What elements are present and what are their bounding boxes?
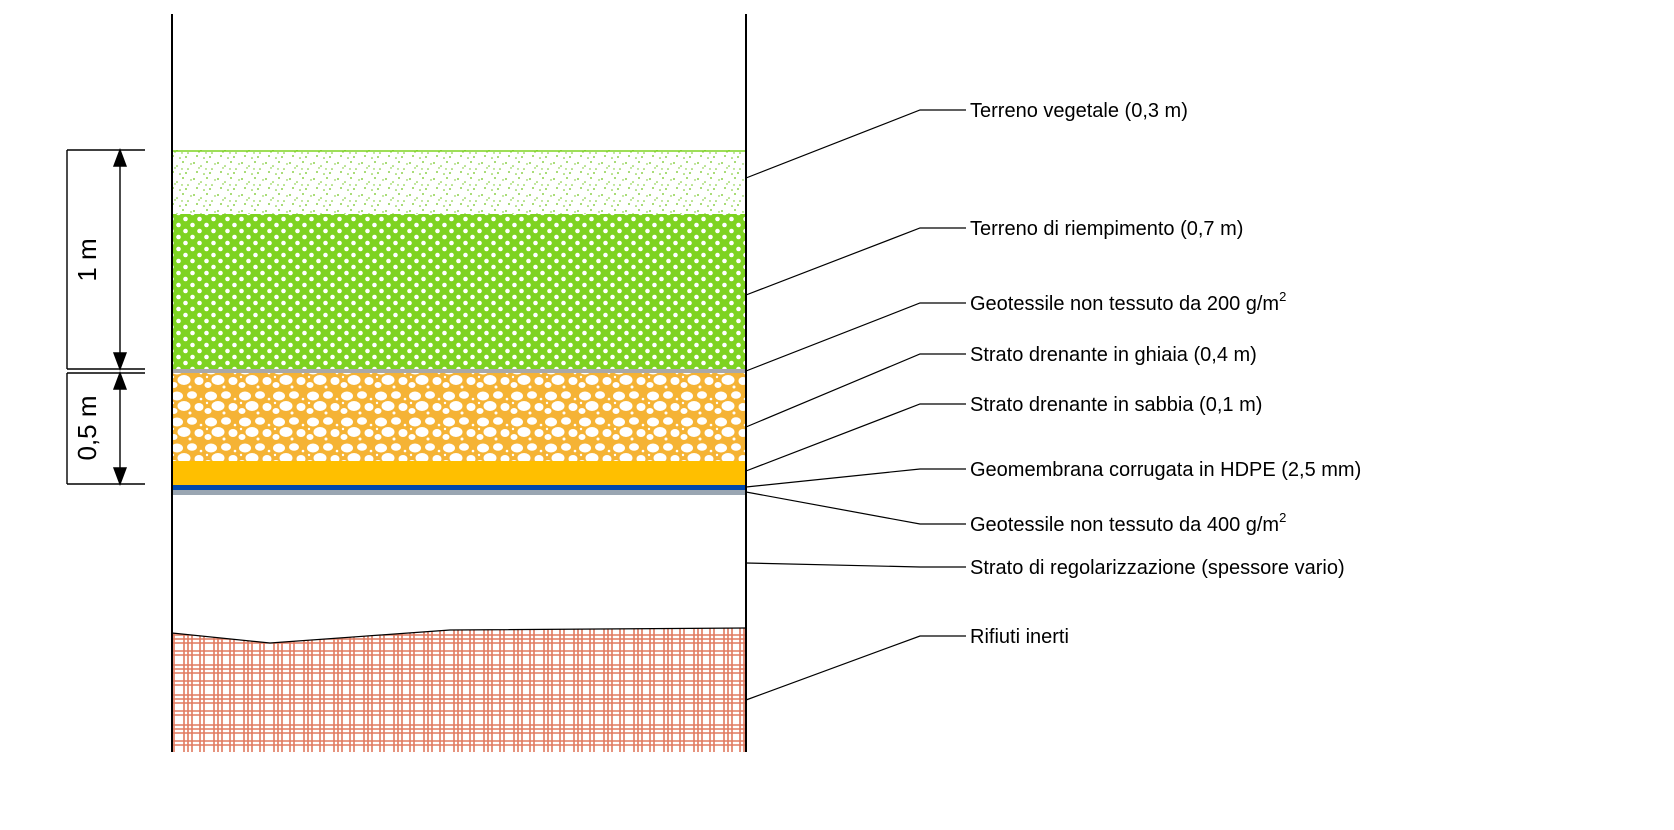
leader-strato-sabbia	[745, 403, 966, 472]
label-strato-sabbia: Strato drenante in sabbia (0,1 m)	[970, 394, 1262, 416]
label-strato-ghiaia: Strato drenante in ghiaia (0,4 m)	[970, 344, 1257, 366]
label-geotessile-400-sup: 2	[1279, 510, 1286, 525]
label-geotessile-200-sup: 2	[1279, 289, 1286, 304]
label-terreno-vegetale: Terreno vegetale (0,3 m)	[970, 100, 1188, 122]
layer-strato-regolarizzazione	[172, 495, 746, 633]
soil-column	[171, 14, 747, 752]
leader-terreno-vegetale	[745, 109, 966, 179]
layer-strato-sabbia	[172, 461, 746, 485]
layer-geotessile-400	[172, 490, 746, 495]
layer-rifiuti-inerti	[171, 627, 747, 752]
layer-labels: Terreno vegetale (0,3 m) Terreno di riem…	[970, 100, 1361, 648]
dimension-lower-label: 0,5 m	[72, 395, 102, 460]
label-rifiuti-inerti: Rifiuti inerti	[970, 626, 1069, 648]
leader-geomembrana-hdpe	[745, 468, 966, 488]
label-geomembrana-hdpe: Geomembrana corrugata in HDPE (2,5 mm)	[970, 459, 1361, 481]
layer-terreno-vegetale	[172, 150, 746, 214]
label-geotessile-400: Geotessile non tessuto da 400 g/m2	[970, 510, 1286, 536]
leader-strato-ghiaia	[745, 353, 966, 428]
dimension-upper-label: 1 m	[72, 238, 102, 281]
leader-terreno-riempimento	[745, 227, 966, 296]
dimension-lines	[66, 148, 145, 486]
layer-terreno-riempimento	[172, 214, 746, 369]
label-terreno-riempimento: Terreno di riempimento (0,7 m)	[970, 218, 1243, 240]
layer-geomembrana-hdpe	[172, 485, 746, 490]
label-geotessile-200: Geotessile non tessuto da 200 g/m2	[970, 289, 1286, 315]
label-geotessile-200-text: Geotessile non tessuto da 200 g/m	[970, 293, 1279, 315]
leader-lines	[745, 109, 966, 701]
layer-geotessile-200	[172, 369, 746, 373]
leader-geotessile-400	[745, 491, 966, 525]
layer-strato-ghiaia	[172, 373, 746, 461]
label-strato-regolarizzazione: Strato di regolarizzazione (spessore var…	[970, 557, 1345, 579]
leader-geotessile-200	[745, 302, 966, 372]
leader-rifiuti-inerti	[745, 635, 966, 701]
leader-strato-regolarizzazione	[745, 562, 966, 568]
label-geotessile-400-text: Geotessile non tessuto da 400 g/m	[970, 514, 1279, 536]
